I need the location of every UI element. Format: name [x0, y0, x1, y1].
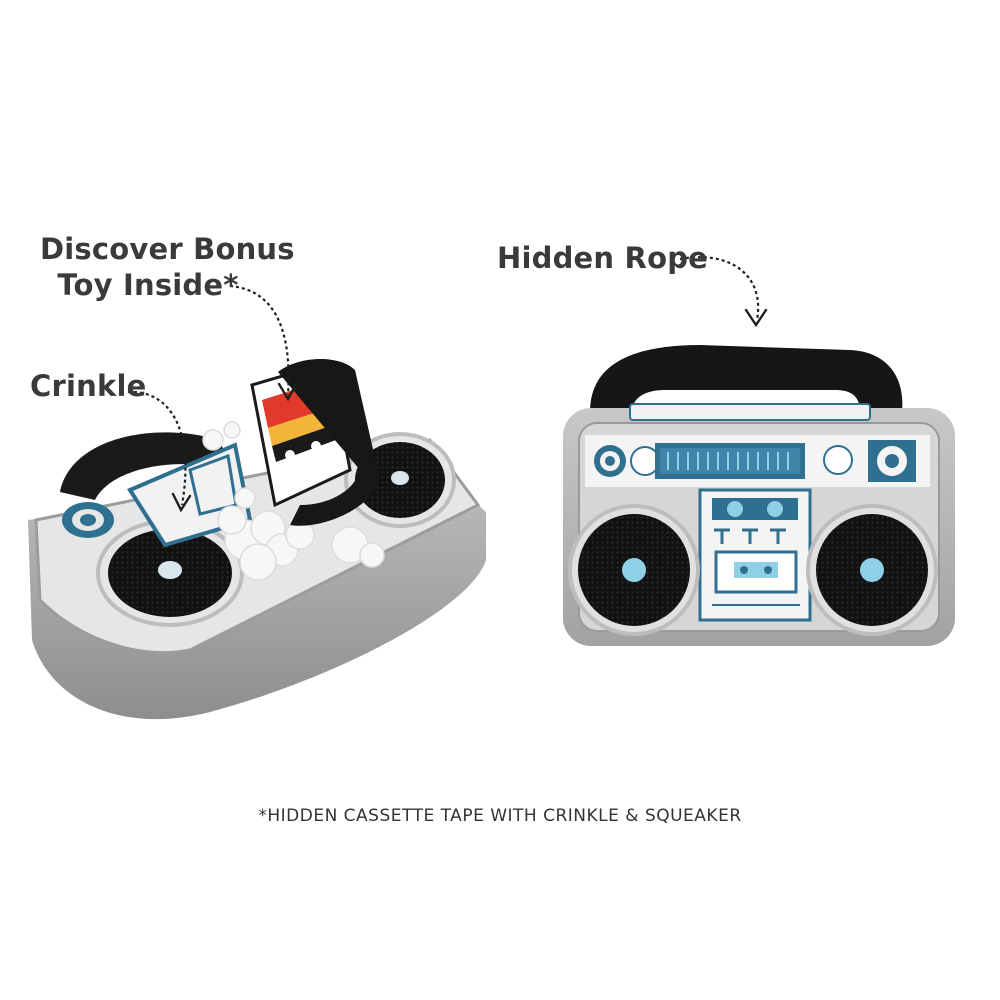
footnote: *HIDDEN CASSETTE TAPE WITH CRINKLE & SQU… — [258, 806, 742, 826]
bonus-toy-label-line2: Toy Inside* — [57, 268, 239, 302]
bonus-toy-label: Discover Bonus Toy Inside* — [40, 231, 295, 303]
crinkle-label: Crinkle — [30, 369, 147, 403]
arrow-curved — [127, 256, 760, 506]
boombox-plush-front — [563, 345, 955, 646]
boombox-plush-open — [28, 358, 486, 720]
hidden-rope-label: Hidden Rope — [497, 241, 709, 275]
bonus-toy-label-line1: Discover Bonus — [40, 232, 295, 266]
